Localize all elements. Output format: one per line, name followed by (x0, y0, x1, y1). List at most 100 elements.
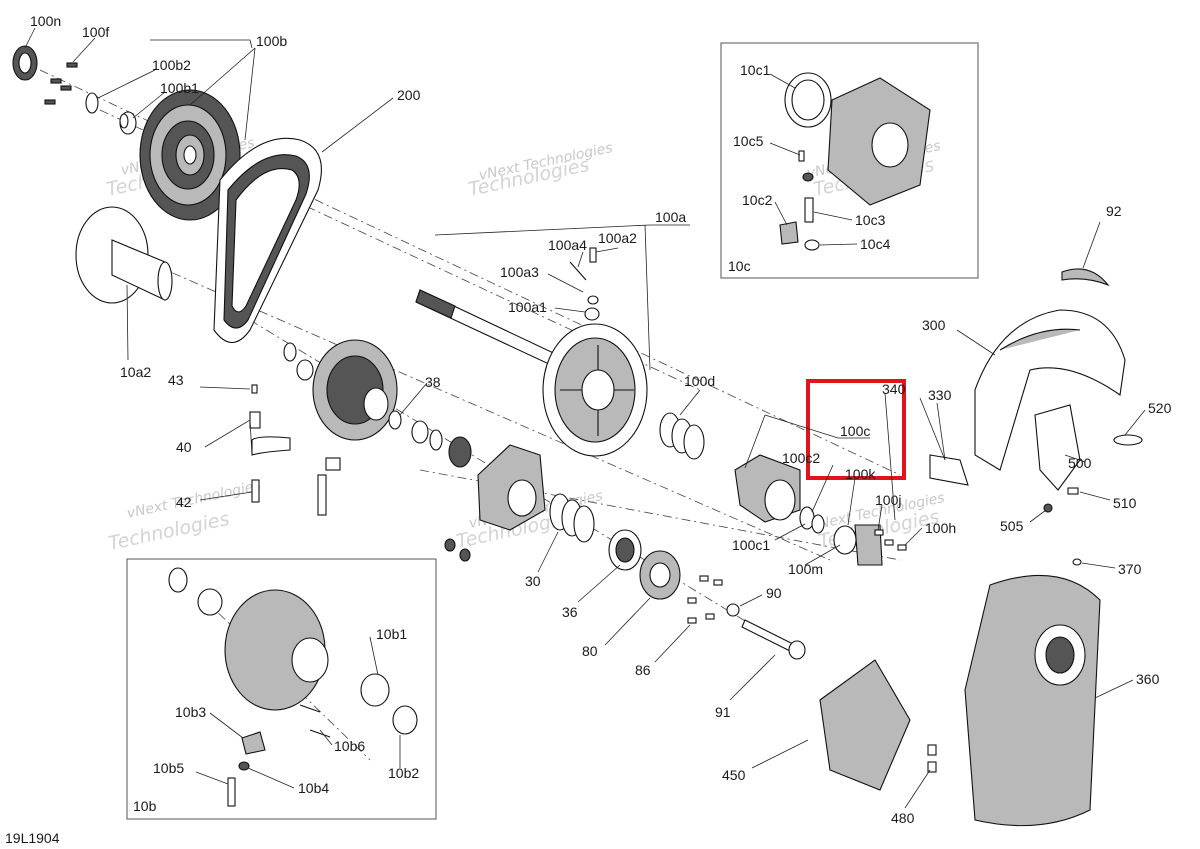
pin-part (569, 261, 587, 281)
callout-360: 360 (1136, 671, 1160, 687)
callout-450: 450 (722, 767, 746, 783)
callout-100k: 100k (845, 466, 876, 482)
callout-100d: 100d (684, 373, 715, 389)
washer-part (726, 603, 740, 617)
callout-520: 520 (1148, 400, 1172, 416)
leader-lines (24, 27, 1146, 809)
spring-part (659, 412, 705, 460)
sheave-part (139, 89, 241, 221)
callout-100a1: 100a1 (508, 299, 547, 315)
bolt-part (589, 247, 597, 263)
callout-10b2: 10b2 (388, 765, 419, 781)
bolt-part (927, 761, 937, 773)
callout-10b3: 10b3 (175, 704, 206, 720)
callout-42: 42 (176, 494, 192, 510)
washer-part (587, 295, 599, 305)
callout-340: 340 (882, 381, 906, 397)
inset-box-10b (126, 558, 437, 820)
callout-10c5: 10c5 (733, 133, 764, 149)
pin-part (251, 479, 260, 503)
callout-100b: 100b (256, 33, 287, 49)
callout-200: 200 (397, 87, 421, 103)
bushing-part (119, 111, 137, 135)
callout-80: 80 (582, 643, 598, 659)
callout-100a3: 100a3 (500, 264, 539, 280)
callout-100h: 100h (925, 520, 956, 536)
belt-guard-part (974, 309, 1126, 471)
screw-part (1072, 558, 1082, 566)
callout-10c1: 10c1 (740, 62, 771, 78)
inset-10b-parts (168, 567, 418, 807)
cam-part (734, 454, 907, 566)
strip-part (1061, 268, 1110, 287)
callout-510: 510 (1113, 495, 1137, 511)
callout-100n: 100n (30, 13, 61, 29)
callout-90: 90 (766, 585, 782, 601)
housing-part (317, 444, 546, 562)
inset-title-10b: 10b (133, 798, 157, 814)
callout-100c: 100c (840, 423, 870, 439)
diagram-id: 19L1904 (5, 830, 60, 846)
callout-100a2: 100a2 (598, 230, 637, 246)
seal-part (12, 45, 38, 81)
screw-part (251, 384, 258, 394)
bolt-part (741, 619, 806, 660)
ring-part (85, 92, 99, 114)
bushing-part (584, 307, 600, 321)
callout-300: 300 (922, 317, 946, 333)
callout-10a2: 10a2 (120, 364, 151, 380)
watermark-text: Technologies (106, 508, 231, 555)
callout-30: 30 (525, 573, 541, 589)
belt-part (213, 137, 322, 344)
callout-100a: 100a (655, 209, 686, 225)
callout-92: 92 (1106, 203, 1122, 219)
callout-100m: 100m (788, 561, 823, 577)
spring-part (549, 493, 595, 543)
movable-sheave-part (283, 339, 398, 441)
bolt-group (687, 575, 723, 624)
bolt-part (1067, 487, 1079, 495)
bracket-part (929, 454, 969, 486)
callout-86: 86 (635, 662, 651, 678)
callout-100c2: 100c2 (782, 450, 820, 466)
cover-part (964, 574, 1101, 827)
callout-500: 500 (1068, 455, 1092, 471)
callout-10c3: 10c3 (855, 212, 886, 228)
inset-box-10c (720, 42, 979, 279)
callout-370: 370 (1118, 561, 1142, 577)
callout-38: 38 (425, 374, 441, 390)
bracket-part (1034, 404, 1081, 491)
callout-10c2: 10c2 (742, 192, 773, 208)
callout-10c4: 10c4 (860, 236, 891, 252)
callout-505: 505 (1000, 518, 1024, 534)
callout-40: 40 (176, 439, 192, 455)
ring-part (388, 410, 472, 468)
bolt-part (927, 744, 937, 756)
bolt-group (44, 62, 78, 105)
callout-10b6: 10b6 (334, 738, 365, 754)
callout-36: 36 (562, 604, 578, 620)
callout-100j: 100j (875, 492, 901, 508)
callout-100f: 100f (82, 24, 109, 40)
fixed-sheave-part (75, 206, 173, 304)
roller-part (249, 411, 261, 429)
lever-part (251, 436, 291, 456)
callout-91: 91 (715, 704, 731, 720)
callout-100c1: 100c1 (732, 537, 770, 553)
inset-title-10c: 10c (728, 258, 751, 274)
callout-100b2: 100b2 (152, 57, 191, 73)
callout-100b1: 100b1 (160, 80, 199, 96)
callout-330: 330 (928, 387, 952, 403)
inset-10c-parts (779, 72, 931, 251)
spider-sheave-part (542, 323, 648, 457)
flange-part (639, 550, 681, 600)
callout-100a4: 100a4 (548, 237, 587, 253)
callout-10b4: 10b4 (298, 780, 329, 796)
axis-line (119, 249, 831, 561)
callout-labels: 100n 100f 100b 100b2 100b1 200 100a 100a… (5, 13, 1172, 846)
clip-part (1113, 434, 1143, 446)
callout-43: 43 (168, 372, 184, 388)
bearing-part (608, 529, 642, 571)
callout-10b5: 10b5 (153, 760, 184, 776)
